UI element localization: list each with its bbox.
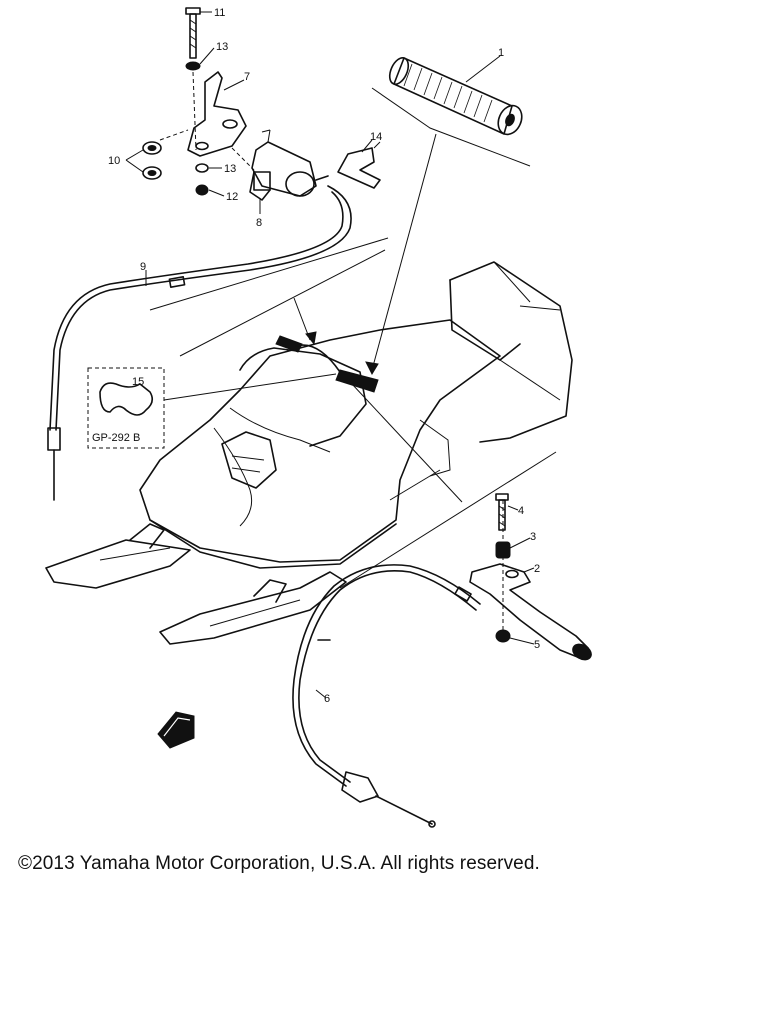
nut-12 (195, 184, 209, 196)
ski-left (45, 523, 191, 589)
callout-5: 5 (534, 639, 540, 651)
callout-4: 4 (518, 505, 524, 517)
parts-diagram: 15 GP-292 B (45, 7, 592, 828)
callout-1: 1 (498, 47, 504, 59)
callout-12: 12 (226, 191, 238, 203)
callout-13-lower: 13 (224, 163, 236, 175)
brake-cable-6 (292, 564, 481, 828)
callout-7: 7 (244, 71, 250, 83)
callout-9: 9 (140, 261, 146, 273)
bracket-7 (187, 71, 247, 157)
callout-2: 2 (534, 563, 540, 575)
washer-13-top (185, 61, 201, 71)
callout-6: 6 (324, 693, 330, 705)
callout-13-top: 13 (216, 41, 228, 53)
copyright-notice: ©2013 Yamaha Motor Corporation, U.S.A. A… (18, 853, 540, 874)
nut-5 (495, 629, 511, 643)
throttle-housing-8 (249, 129, 329, 214)
ref-inset-15: 15 GP-292 B (87, 367, 337, 449)
washer-13-lower (195, 163, 209, 173)
ski-right (159, 571, 347, 645)
snowmobile-body (45, 133, 573, 645)
brake-lever-assembly (292, 451, 592, 828)
callout-14: 14 (370, 131, 382, 143)
throttle-housing-assembly (125, 7, 329, 214)
callout-10: 10 (108, 155, 120, 167)
callout-8: 8 (256, 217, 262, 229)
bolt-11 (185, 7, 201, 59)
handlebar-grip-1 (371, 57, 531, 167)
callout-15: 15 (132, 376, 144, 388)
nuts-10 (125, 129, 189, 180)
callout-3: 3 (530, 531, 536, 543)
bolt-4 (495, 493, 509, 531)
throttle-cable-9 (47, 185, 389, 501)
grip-left-installed (275, 335, 303, 353)
lever-2 (469, 563, 589, 659)
callout-11: 11 (214, 7, 225, 19)
clip-14 (337, 141, 381, 189)
grip-right-installed (335, 369, 379, 393)
front-direction-icon (157, 711, 195, 749)
ref-code: GP-292 B (92, 432, 140, 444)
callout-leaders (145, 11, 535, 699)
